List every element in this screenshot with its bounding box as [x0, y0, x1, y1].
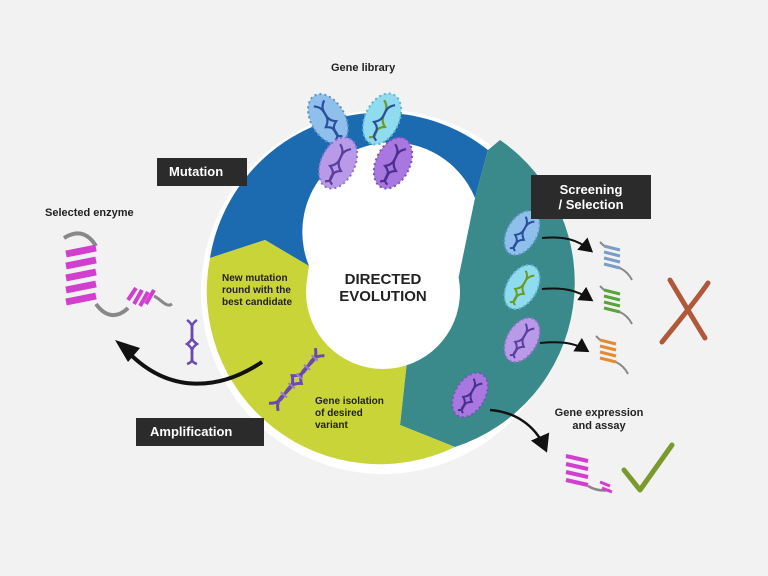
- center-circle: [306, 215, 460, 369]
- center-title: DIRECTED EVOLUTION: [318, 271, 448, 305]
- bacterium-icon: [503, 263, 541, 311]
- arrow-icon: [541, 236, 594, 253]
- dna-helix-icon: [268, 347, 325, 412]
- bacterium-icon: [361, 92, 403, 146]
- selected-enzyme-label: Selected enzyme: [45, 207, 134, 219]
- arrow-icon: [541, 286, 594, 302]
- dna-helix-icon: [184, 318, 200, 366]
- protein-helix-icon: [599, 241, 633, 281]
- selected-enzyme-protein: [62, 231, 173, 317]
- bacterium-icon: [503, 209, 541, 257]
- protein-helix-icon: [565, 454, 613, 494]
- mutation-segment: [210, 112, 488, 267]
- gene-expression-line-1: Gene expression: [554, 407, 644, 419]
- bacterium-icon: [503, 316, 541, 364]
- new-round-text: New mutation round with the best candida…: [222, 273, 292, 309]
- gene-expression-line-2: and assay: [572, 420, 626, 432]
- new-round-line-3: best candidate: [222, 297, 293, 308]
- protein-helix-icon: [599, 285, 633, 325]
- center-title-line-2: EVOLUTION: [339, 288, 427, 305]
- protein-helix-icon: [595, 335, 629, 375]
- gene-library-bacteria: [307, 92, 414, 190]
- amplification-tag-label: Amplification: [150, 424, 233, 439]
- new-round-line-2: round with the: [222, 285, 291, 296]
- screening-tag-line-2: / Selection: [558, 197, 624, 212]
- amplification-segment: [206, 240, 455, 465]
- gene-library-label: Gene library: [331, 62, 396, 74]
- arrow-icon: [126, 350, 264, 386]
- gene-expression-label: Gene expression and assay: [551, 407, 647, 433]
- bacterium-icon: [317, 136, 359, 190]
- center-title-line-1: DIRECTED: [344, 271, 422, 288]
- check-mark-icon: [621, 442, 675, 493]
- mutation-tag-label: Mutation: [169, 164, 224, 179]
- new-round-line-1: New mutation: [222, 273, 288, 284]
- isolation-line-1: Gene isolation: [315, 396, 384, 407]
- mutation-tag: Mutation: [157, 158, 247, 186]
- arrow-icon: [115, 340, 140, 362]
- bacterium-icon: [307, 93, 349, 145]
- screening-tag-line-1: Screening: [559, 182, 623, 197]
- isolation-text: Gene isolation of desired variant: [315, 396, 384, 432]
- screening-tag: Screening / Selection: [531, 175, 651, 219]
- bacterium-icon: [372, 136, 414, 190]
- arrow-icon: [489, 408, 550, 453]
- cross-mark-icon: [659, 277, 711, 345]
- amplification-tag: Amplification: [136, 418, 264, 446]
- isolation-line-2: of desired: [315, 408, 363, 419]
- isolation-line-3: variant: [315, 420, 348, 431]
- arrow-icon: [539, 337, 590, 353]
